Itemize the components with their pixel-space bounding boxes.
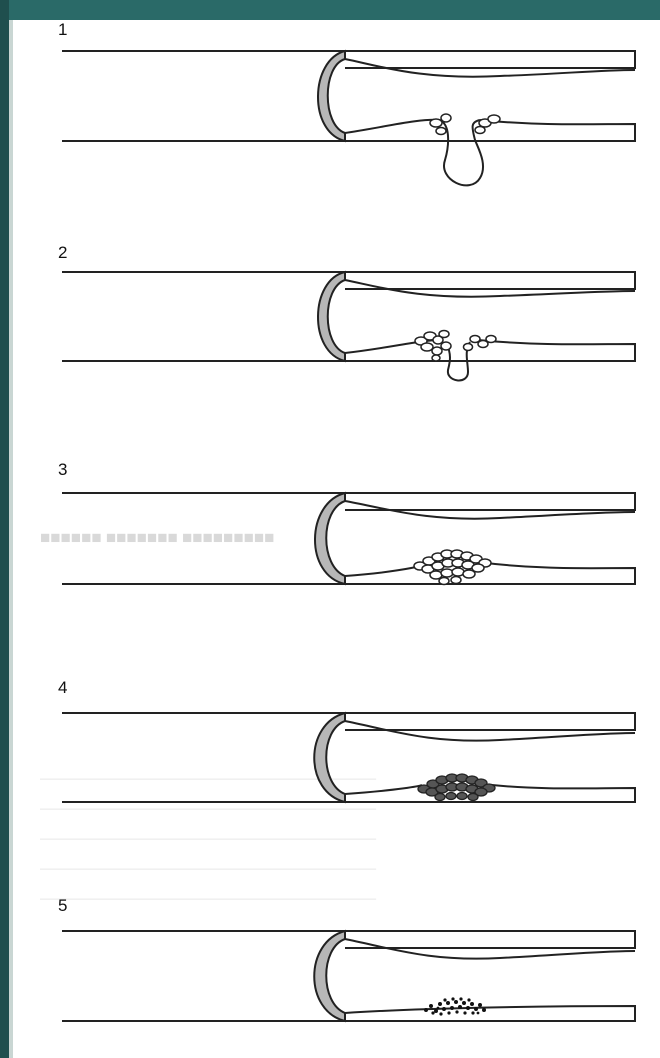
- stage-1-muscle-wall: [318, 51, 345, 141]
- stage-1-endothelium-top: [345, 51, 635, 68]
- stage-3-muscle-wall: [315, 493, 345, 584]
- stage-5: 5: [58, 896, 635, 1021]
- stage-3-platelet-plug: [414, 550, 491, 585]
- stage-4-platelet-plug: [418, 774, 495, 801]
- stage-2-number: 2: [58, 243, 67, 262]
- stage-5-fibrin-clot: [424, 997, 486, 1015]
- stage-4: 4: [58, 678, 635, 802]
- stage-4-number: 4: [58, 678, 67, 697]
- stage-5-muscle-wall: [314, 931, 345, 1021]
- stage-1-lumen-bottom-left: [345, 120, 440, 133]
- stage-2-platelets: [415, 331, 496, 362]
- stage-1-number: 1: [58, 20, 67, 39]
- stage-3-number: 3: [58, 460, 67, 479]
- stage-5-number: 5: [58, 896, 67, 915]
- stage-1-platelets: [430, 114, 500, 135]
- stage-3: 3: [58, 460, 635, 585]
- stage-2-muscle-wall: [318, 272, 345, 361]
- stage-2: 2: [58, 243, 635, 380]
- stage-1: 1: [58, 20, 635, 185]
- stage-4-muscle-wall: [314, 713, 345, 802]
